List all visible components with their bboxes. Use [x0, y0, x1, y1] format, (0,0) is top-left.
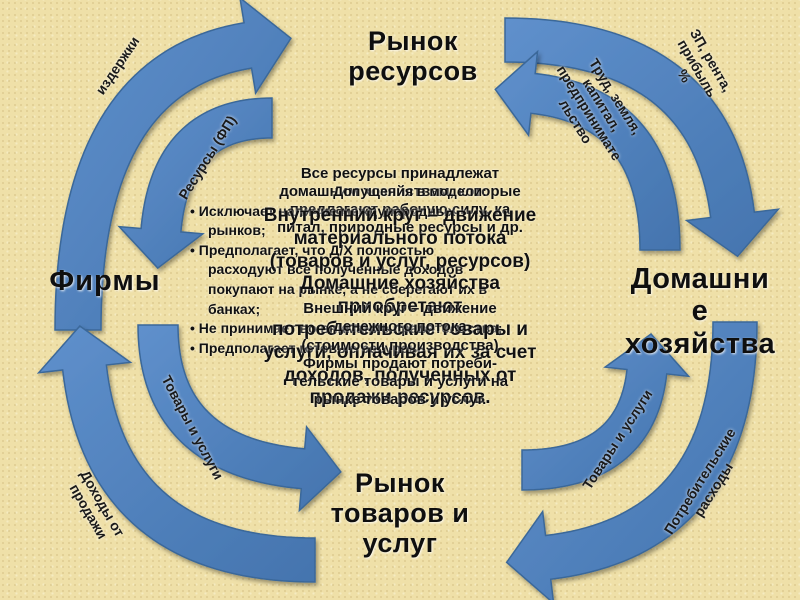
- inner-bottom-left-arrow: [137, 324, 342, 513]
- outer-bottom-left-arrow: [36, 325, 316, 583]
- goods-market-line-3: услуг: [362, 528, 438, 559]
- households-line-2: е: [691, 295, 709, 328]
- layer2-line-3: рынков;: [208, 222, 266, 239]
- layer4-line-1: Внешний круг – движение: [303, 300, 497, 317]
- goods-market-node: Рынок товаров и услуг: [300, 468, 500, 559]
- firms-node: Фирмы: [30, 265, 180, 297]
- inner-bottom-right-arrow: [521, 332, 691, 491]
- outer-bottom-right-arrow: [505, 321, 758, 600]
- layer2-line-1: Допущения в модели:: [333, 183, 487, 199]
- layer4-line-5: тельские товары и услуги на: [291, 373, 509, 391]
- layer3-line-8: доходов, полученных от: [283, 364, 517, 386]
- center-text-layer-3: Внутренний круг – движение материального…: [200, 205, 600, 410]
- goods-market-line-2: товаров и: [330, 498, 470, 529]
- layer4-line-2: денежного потока: [333, 318, 467, 336]
- layer2-line-5: расходуют все полученные доходов: [208, 261, 464, 278]
- layer3-line-6: потребительские товары и: [272, 318, 528, 340]
- layer3-line-2: материального потока: [293, 227, 507, 249]
- layer2-line-4: • Предполагает, что Д/Х полностью: [190, 241, 435, 258]
- goods-market-line-1: Рынок: [355, 468, 445, 498]
- layer1-line-2: домашним хозяйствам, которые: [279, 183, 521, 200]
- inner-top-right-arrow: [494, 49, 681, 251]
- households-line-1: Домашни: [630, 263, 770, 295]
- layer1-line-3: предлагают рабочую силу, ка: [289, 201, 511, 218]
- households-node: Домашни е хозяйства: [600, 263, 800, 360]
- layer4-line-3: (стоимости производства): [301, 336, 499, 354]
- inner-top-left-arrow: [117, 97, 273, 270]
- layer4-line-4: Фирмы продают потреби-: [302, 354, 498, 372]
- center-text-layer-2: Допущения в модели: • Исключает наличие …: [190, 182, 630, 358]
- layer3-line-1: Внутренний круг – движение: [263, 205, 537, 226]
- outer-top-right-arrow: [504, 17, 781, 258]
- layer2-line-9: • Предполагает готовые ресурсы.: [190, 339, 425, 356]
- outer-top-left-arrow: [54, 0, 292, 331]
- layer3-line-7: услуги, оплачивая их за счет: [263, 341, 537, 363]
- resource-market-line-1: Рынок: [368, 26, 458, 56]
- layer2-line-8: • Не принимает во внимание правительства…: [190, 320, 503, 337]
- layer1-line-1: Все ресурсы принадлежат: [300, 165, 500, 182]
- layer3-line-5: приобретают: [337, 296, 463, 318]
- resource-market-line-2: ресурсов: [348, 56, 478, 87]
- firms-label: Фирмы: [49, 265, 161, 297]
- layer2-line-2: • Исключает наличие международных: [190, 202, 456, 219]
- layer4-line-6: рынке товаров и услуг.: [313, 391, 487, 409]
- center-text-layer-4: Внешний круг – движение денежного потока…: [215, 300, 585, 410]
- households-line-3: хозяйства: [624, 327, 776, 360]
- layer2-line-6: покупают на рынке, а не сберегают их в: [208, 280, 488, 297]
- layer1-line-4: питал, природные ресурсы и др.: [277, 219, 523, 236]
- layer3-line-9: продажи ресурсов.: [309, 387, 491, 409]
- layer3-line-3: (товаров и услуг, ресурсов): [269, 250, 531, 272]
- layer3-line-4: Домашние хозяйства: [300, 273, 500, 295]
- center-text-layer-1: Все ресурсы принадлежат домашним хозяйст…: [210, 165, 590, 237]
- resource-market-node: Рынок ресурсов: [318, 26, 508, 86]
- layer2-line-7: банках;: [208, 300, 261, 317]
